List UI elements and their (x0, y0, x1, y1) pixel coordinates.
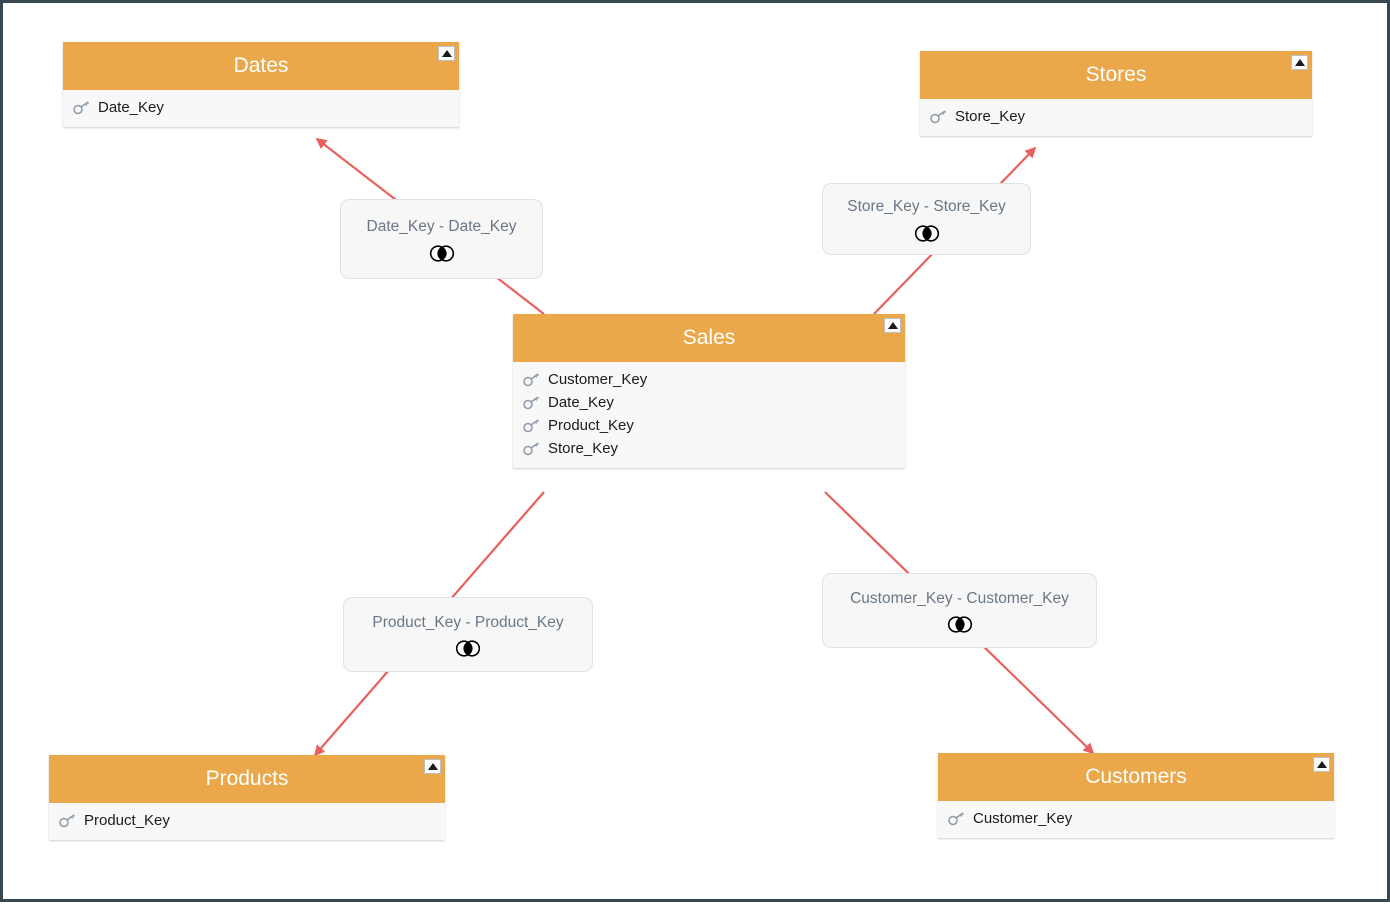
field-list-sales: Customer_Key Date_Key (513, 362, 905, 468)
table-title-stores: Stores (1085, 63, 1147, 86)
table-card-stores[interactable]: Stores Store_Key (920, 51, 1312, 136)
relationship-box-sales-stores[interactable]: Store_Key - Store_Key (822, 183, 1031, 255)
relationship-label: Store_Key - Store_Key (847, 198, 1006, 216)
table-title-sales: Sales (682, 326, 736, 349)
triangle-up-icon[interactable] (438, 46, 455, 61)
relationship-box-sales-dates[interactable]: Date_Key - Date_Key (340, 199, 543, 279)
field-name: Product_Key (548, 417, 634, 434)
triangle-up-icon[interactable] (1313, 757, 1330, 772)
field-name: Product_Key (84, 812, 170, 829)
table-title-dates: Dates (233, 54, 289, 77)
triangle-up-icon[interactable] (884, 318, 901, 333)
table-row[interactable]: Date_Key (63, 96, 459, 119)
field-list-customers: Customer_Key (938, 801, 1334, 838)
table-title-products: Products (205, 767, 289, 790)
key-icon (523, 395, 540, 409)
data-model-diagram: Dates Date_Key Stores (3, 3, 1390, 905)
key-icon (73, 100, 90, 114)
field-name: Customer_Key (973, 810, 1073, 827)
inner-join-icon (947, 616, 972, 633)
inner-join-icon (914, 224, 939, 242)
table-row[interactable]: Store_Key (920, 105, 1312, 128)
key-icon (523, 372, 540, 386)
field-name: Date_Key (98, 99, 164, 116)
table-row[interactable]: Product_Key (49, 809, 445, 832)
table-row[interactable]: Store_Key (513, 437, 905, 460)
field-name: Store_Key (548, 440, 619, 457)
table-header-sales[interactable]: Sales (513, 314, 905, 362)
table-row[interactable]: Product_Key (513, 414, 905, 437)
table-row[interactable]: Customer_Key (513, 368, 905, 391)
inner-join-icon (455, 640, 481, 657)
relationship-box-sales-products[interactable]: Product_Key - Product_Key (343, 597, 593, 672)
triangle-up-icon[interactable] (424, 759, 441, 774)
relationship-label: Customer_Key - Customer_Key (850, 589, 1069, 607)
inner-join-icon (429, 244, 454, 262)
field-list-products: Product_Key (49, 803, 445, 840)
table-row[interactable]: Customer_Key (938, 807, 1334, 830)
relationship-label: Date_Key - Date_Key (366, 218, 517, 236)
relationship-label: Product_Key - Product_Key (372, 613, 564, 631)
table-card-sales[interactable]: Sales Customer_Key (513, 314, 905, 468)
triangle-up-icon[interactable] (1291, 55, 1308, 70)
table-card-dates[interactable]: Dates Date_Key (63, 42, 459, 127)
table-header-stores[interactable]: Stores (920, 51, 1312, 99)
field-list-stores: Store_Key (920, 99, 1312, 136)
table-card-customers[interactable]: Customers Customer_Key (938, 753, 1334, 838)
field-name: Customer_Key (548, 371, 648, 388)
key-icon (948, 811, 965, 825)
table-row[interactable]: Date_Key (513, 391, 905, 414)
table-header-products[interactable]: Products (49, 755, 445, 803)
key-icon (59, 813, 76, 827)
table-header-dates[interactable]: Dates (63, 42, 459, 90)
table-card-products[interactable]: Products Product_Key (49, 755, 445, 840)
table-header-customers[interactable]: Customers (938, 753, 1334, 801)
field-name: Date_Key (548, 394, 614, 411)
field-list-dates: Date_Key (63, 90, 459, 127)
field-name: Store_Key (955, 108, 1026, 125)
key-icon (930, 109, 947, 123)
key-icon (523, 441, 540, 455)
relationship-box-sales-customers[interactable]: Customer_Key - Customer_Key (822, 573, 1097, 648)
table-title-customers: Customers (1085, 765, 1187, 788)
key-icon (523, 418, 540, 432)
